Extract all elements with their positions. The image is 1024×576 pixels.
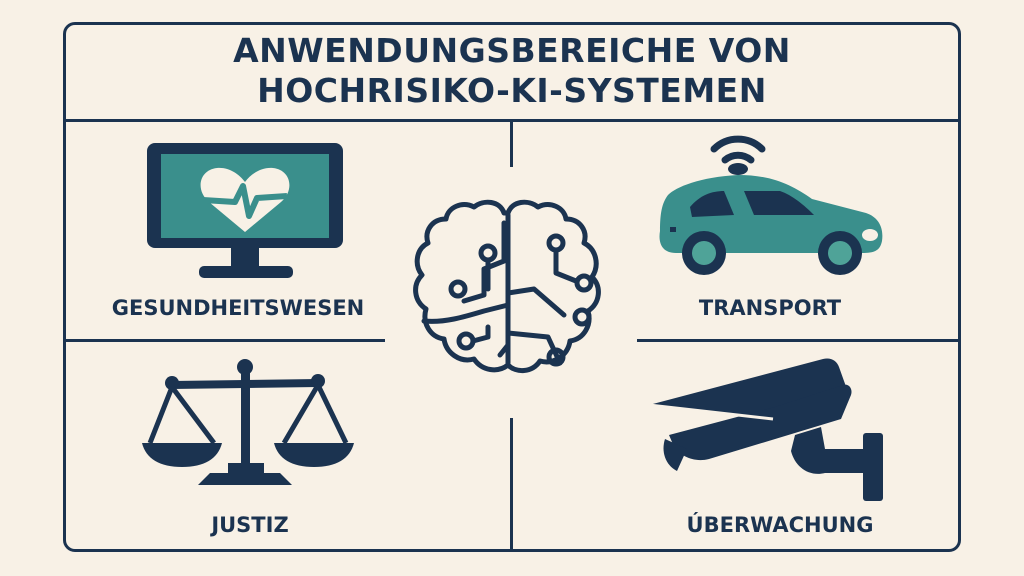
quadrant-label-justice: JUSTIZ xyxy=(211,513,289,537)
divider-left-horizontal xyxy=(63,339,385,342)
title-box: ANWENDUNGSBEREICHE VON HOCHRISIKO-KI-SYS… xyxy=(63,22,961,122)
monitor-heartbeat-icon xyxy=(147,143,343,278)
quadrant-label-healthcare: GESUNDHEITSWESEN xyxy=(111,296,365,320)
divider-top-vertical xyxy=(510,122,513,167)
surveillance-camera-icon xyxy=(648,358,883,501)
divider-right-horizontal xyxy=(637,339,961,342)
divider-bottom-vertical xyxy=(510,418,513,552)
scales-of-justice-icon xyxy=(142,359,354,485)
connected-car-icon xyxy=(659,135,883,275)
brain-circuit-icon xyxy=(413,199,601,373)
diagram-title: ANWENDUNGSBEREICHE VON HOCHRISIKO-KI-SYS… xyxy=(233,30,791,110)
quadrant-label-transport: TRANSPORT xyxy=(698,296,842,320)
quadrant-label-surveillance: ÚBERWACHUNG xyxy=(686,513,874,537)
